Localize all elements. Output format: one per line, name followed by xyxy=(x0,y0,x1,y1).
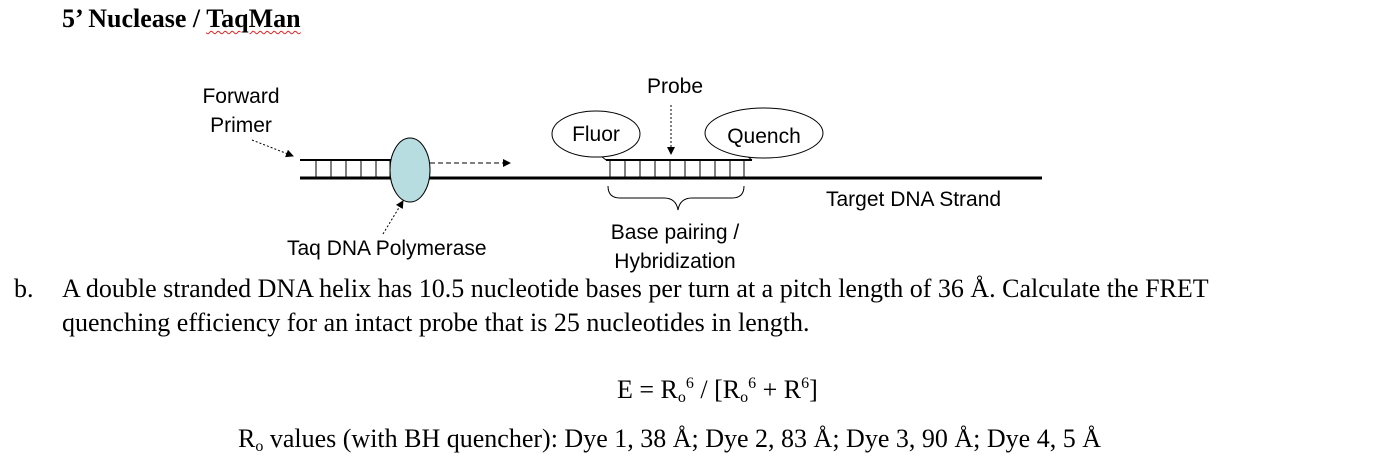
fluor-label: Fluor xyxy=(572,123,620,146)
probe-label: Probe xyxy=(647,75,703,98)
base-pairing-label-line1: Base pairing / xyxy=(611,221,740,244)
question-text-line2: quenching efficiency for an intact probe… xyxy=(62,308,810,337)
polymerase-label: Taq DNA Polymerase xyxy=(287,237,487,260)
fret-equation: E = Ro6 / [Ro6 + R6] xyxy=(617,375,818,406)
ro-values-line: Ro values (with BH quencher): Dye 1, 38 … xyxy=(238,424,1101,455)
polymerase-pointer xyxy=(382,200,404,235)
heading-prefix: 5’ Nuclease / xyxy=(62,4,207,33)
taq-polymerase-ellipse xyxy=(389,137,431,203)
question-text-line1: A double stranded DNA helix has 10.5 nuc… xyxy=(62,274,1209,303)
forward-primer-label-line1: Forward xyxy=(202,85,279,108)
page-heading: 5’ Nuclease / TaqMan xyxy=(62,4,301,34)
heading-taqman-word: TaqMan xyxy=(206,4,301,33)
base-pairing-label-line2: Hybridization xyxy=(614,250,735,273)
quench-label: Quench xyxy=(727,125,801,148)
fluor-bubble xyxy=(551,110,641,158)
forward-primer-ladder xyxy=(300,159,400,178)
taqman-diagram: Forward Primer Taq DNA Polymerase Fluor … xyxy=(202,75,1042,273)
hybridization-brace xyxy=(607,185,745,211)
target-strand-label: Target DNA Strand xyxy=(826,188,1001,211)
forward-primer-pointer xyxy=(251,139,294,158)
forward-primer-label-line2: Primer xyxy=(210,114,272,137)
quench-bubble xyxy=(704,107,824,159)
question-label: b. xyxy=(14,274,34,303)
probe-ladder xyxy=(606,159,752,178)
